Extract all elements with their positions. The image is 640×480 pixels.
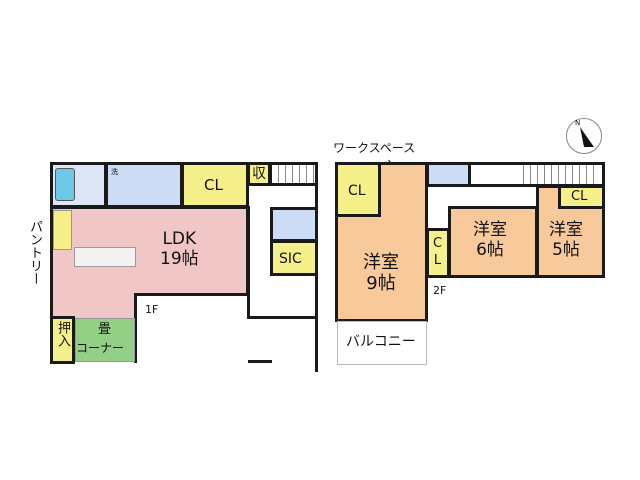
room9-name: 洋室: [363, 252, 399, 273]
sic: SIC: [270, 240, 318, 276]
ldk-lower: [53, 290, 137, 319]
closet-2f-a: CL: [335, 162, 381, 217]
room9-size: 9帖: [366, 272, 396, 294]
room6-size: 6帖: [476, 239, 504, 260]
tatami-label: 畳: [98, 322, 112, 337]
wall: [247, 316, 315, 319]
pantry: [53, 210, 72, 250]
toilet-1f: [270, 207, 318, 242]
room6-name: 洋室: [473, 220, 507, 240]
workspace-label: ワークスペース: [333, 141, 416, 155]
closet-c: C: [433, 236, 443, 251]
bathtub: [55, 168, 75, 201]
floor1-label: 1F: [145, 303, 159, 316]
stairs-1f: [269, 162, 318, 186]
pantry-label: パントリー: [26, 220, 42, 285]
storage-label: 収: [252, 166, 266, 182]
ldk-name: LDK: [162, 229, 197, 249]
washroom: 洗: [105, 162, 183, 208]
wall: [315, 162, 318, 372]
closet-label: CL: [204, 176, 223, 194]
wall: [134, 293, 137, 363]
closet-label: CL: [571, 189, 588, 204]
balcony-label: バルコニー: [346, 334, 416, 350]
corner-label: コーナー: [76, 341, 125, 355]
kitchen-counter: [74, 247, 136, 267]
storage: 収: [247, 162, 271, 186]
oshiire-label: 押入: [54, 321, 70, 347]
north-label: N: [575, 119, 581, 127]
wall: [247, 206, 250, 318]
room5-size: 5帖: [552, 239, 580, 260]
balcony: バルコニー: [337, 321, 427, 365]
tatami-corner: 畳コーナー: [75, 318, 135, 362]
sic-label: SIC: [279, 251, 302, 267]
floor2-label: 2F: [433, 284, 447, 297]
wall: [248, 360, 272, 363]
compass-icon: N: [566, 118, 602, 154]
wall: [137, 293, 249, 296]
oshiire: 押入: [50, 316, 75, 364]
closet-1f: CL: [181, 162, 249, 208]
stairs-2f: [517, 165, 599, 184]
ldk-size: 19帖: [160, 248, 199, 269]
toilet-2f: [426, 162, 471, 187]
closet-l: L: [433, 253, 442, 268]
closet-label: CL: [348, 183, 366, 199]
closet-2f-c: CL: [558, 185, 605, 209]
room5-name: 洋室: [549, 220, 583, 240]
wash-label: 洗: [111, 168, 118, 176]
